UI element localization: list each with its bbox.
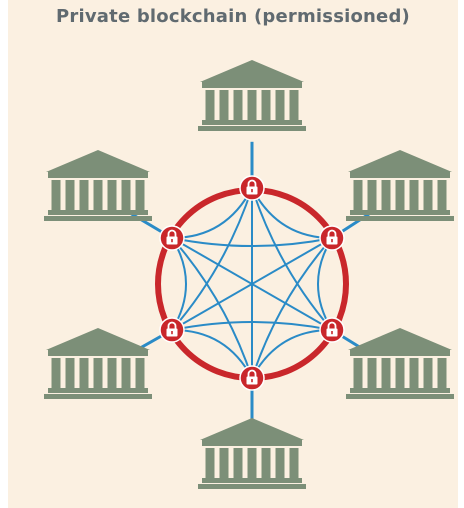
bank-building-icon [346, 150, 454, 221]
padlock-icon [159, 225, 185, 251]
peer-link-mesh [171, 187, 333, 379]
diagram-title: Private blockchain (permissioned) [56, 6, 410, 27]
bank-building-icon [346, 328, 454, 399]
bank-building-icon [44, 328, 152, 399]
peer-link [171, 187, 253, 239]
bank-building-icon [198, 60, 306, 131]
peer-link [171, 237, 333, 331]
padlock-icon [319, 317, 345, 343]
lock-nodes [159, 175, 345, 391]
peer-link [171, 320, 333, 331]
bank-building-icon [198, 418, 306, 489]
padlock-icon [239, 175, 265, 201]
peer-link [251, 187, 333, 331]
peer-link [171, 237, 333, 248]
participant-banks [44, 60, 454, 489]
padlock-icon [239, 365, 265, 391]
peer-link [171, 187, 253, 331]
bank-building-icon [44, 150, 152, 221]
padlock-icon [159, 317, 185, 343]
peer-link [251, 187, 333, 239]
padlock-icon [319, 225, 345, 251]
peer-link [171, 237, 253, 379]
